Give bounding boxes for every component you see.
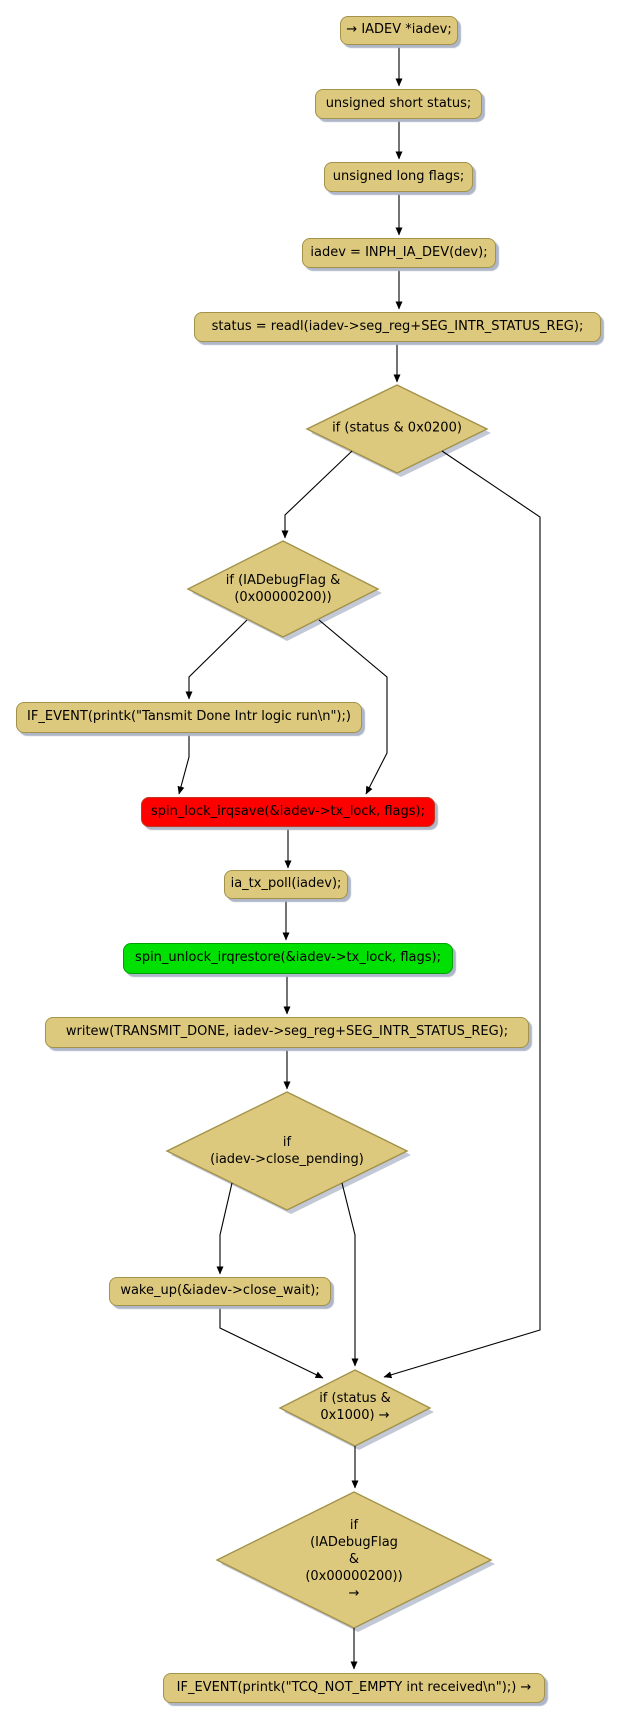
decision-debugflag-2-shape <box>215 1491 493 1629</box>
node-wake-up: wake_up(&iadev->close_wait); <box>109 1277 331 1306</box>
edge-debugflag1-true <box>185 619 248 700</box>
edge-close-pending-true <box>216 1182 233 1275</box>
node-if-event-tcq: IF_EVENT(printk("TCQ_NOT_EMPTY int recei… <box>163 1673 545 1703</box>
edge-if-0200-true <box>281 450 353 539</box>
node-tx-poll: ia_tx_poll(iadev); <box>224 870 348 899</box>
edge-debugflag1-false <box>318 619 388 795</box>
decision-close-pending-shape <box>165 1091 409 1211</box>
node-spin-unlock: spin_unlock_irqrestore(&iadev->tx_lock, … <box>123 943 453 974</box>
decision-status-0200-shape <box>305 384 489 474</box>
node-decl-status: unsigned short status; <box>315 89 482 119</box>
edge-close-pending-false <box>341 1182 359 1367</box>
node-decl-flags: unsigned long flags; <box>324 162 473 192</box>
node-read-status: status = readl(iadev->seg_reg+SEG_INTR_S… <box>194 312 601 342</box>
node-spin-lock: spin_lock_irqsave(&iadev->tx_lock, flags… <box>141 797 435 827</box>
edge-ifevent-to-spinlock <box>177 733 190 795</box>
edge-if-0200-false <box>383 450 541 1379</box>
node-assign-iadev: iadev = INPH_IA_DEV(dev); <box>302 238 496 268</box>
node-if-event-transmit: IF_EVENT(printk("Tansmit Done Intr logic… <box>16 702 362 733</box>
node-start: → IADEV *iadev; <box>340 16 458 45</box>
node-write-done: writew(TRANSMIT_DONE, iadev->seg_reg+SEG… <box>45 1017 529 1048</box>
edge-wakeup-to-if-1000 <box>219 1306 324 1379</box>
decision-debugflag-1-shape <box>186 540 380 638</box>
decision-status-1000-shape <box>278 1369 432 1447</box>
